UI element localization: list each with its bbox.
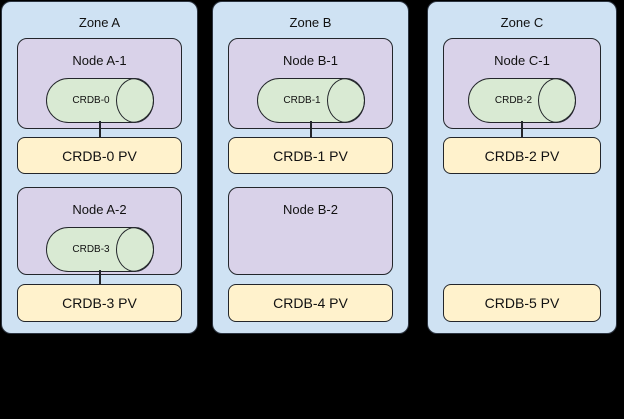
connector-crdb2-to-pv [521,121,523,138]
node-b2-label: Node B-2 [283,202,338,217]
node-a2-label: Node A-2 [72,202,127,217]
pv-crdb-3-label: CRDB-3 PV [62,295,137,311]
crdb-0-pod-label: CRDB-0 [72,95,110,106]
node-b1-box: Node B-1 CRDB-1 [228,38,393,129]
zone-c-label: Zone C [500,15,544,30]
connector-crdb3-to-pv [98,270,101,285]
pv-crdb-1-label: CRDB-1 PV [273,147,348,164]
pv-crdb-2-label: CRDB-2 PV [484,147,560,164]
pv-box-crdb-4: CRDB-4 PV [228,284,393,322]
pv-box-crdb-1: CRDB-1 PV [228,137,393,174]
crdb-1-pod-label: CRDB-1 [283,95,321,106]
crdb-2-pod-cylinder: CRDB-2 [468,77,576,123]
node-c1-label: Node C-1 [494,53,550,68]
zone-c-container: Zone C Node C-1 CRDB-2 CRDB-2 PV CRDB-5 … [427,1,617,334]
node-b1-label: Node B-1 [283,53,338,68]
zone-b-label: Zone B [289,15,332,30]
zone-a-label: Zone A [78,15,121,30]
pv-crdb-0-label: CRDB-0 PV [62,147,137,164]
node-b2-box-empty: Node B-2 [228,187,393,275]
pv-box-crdb-2: CRDB-2 PV [443,137,601,174]
cylinder-cap-ellipse [326,77,365,123]
node-c1-box: Node C-1 CRDB-2 [443,38,601,129]
connector-crdb1-to-pv [309,121,312,138]
cylinder-cap-ellipse [115,77,154,123]
connector-crdb0-to-pv [98,121,101,138]
zone-b-container: Zone B Node B-1 CRDB-1 CRDB-1 PV Node B-… [212,1,409,334]
cylinder-cap-ellipse [115,226,154,272]
node-a2-box: Node A-2 CRDB-3 [17,187,182,275]
crdb-3-pod-cylinder: CRDB-3 [45,226,154,272]
node-a1-box: Node A-1 CRDB-0 [17,38,182,129]
pv-box-crdb-0: CRDB-0 PV [17,137,182,174]
crdb-2-pod-label: CRDB-2 [494,95,533,106]
zone-a-container: Zone A Node A-1 CRDB-0 CRDB-0 PV Node A-… [1,1,198,334]
pv-box-crdb-5: CRDB-5 PV [443,284,601,322]
crdb-1-pod-cylinder: CRDB-1 [256,77,365,123]
pv-crdb-4-label: CRDB-4 PV [273,295,348,311]
pv-box-crdb-3: CRDB-3 PV [17,284,182,322]
cylinder-cap-ellipse [538,77,576,123]
pv-crdb-5-label: CRDB-5 PV [484,295,560,311]
node-a1-label: Node A-1 [72,53,127,68]
crdb-3-pod-label: CRDB-3 [72,244,110,255]
crdb-0-pod-cylinder: CRDB-0 [45,77,154,123]
